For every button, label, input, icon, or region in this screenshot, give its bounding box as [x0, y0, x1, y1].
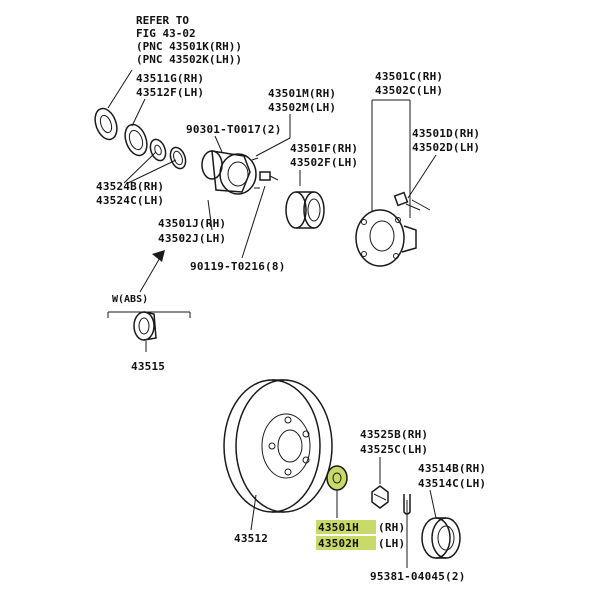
label-43501m[interactable]: 43501M(RH) [268, 87, 336, 100]
bolt-90119[interactable] [259, 171, 279, 181]
label-43511g[interactable]: 43511G(RH) [136, 72, 204, 85]
label-43525b[interactable]: 43525B(RH) [360, 428, 428, 441]
label-43501h[interactable]: 43501H (RH) [318, 521, 405, 534]
cotter-pin-95381[interactable] [403, 494, 411, 515]
grease-cap-43514b[interactable] [421, 517, 461, 559]
label-43501h-number: 43501H [318, 521, 359, 534]
refer-note-line1: REFER TO [136, 14, 189, 27]
hub-nut-43501h[interactable] [326, 465, 348, 491]
label-43502j[interactable]: 43502J(LH) [158, 232, 226, 245]
highlight-43502h [316, 536, 376, 550]
abs-ring-43515[interactable] [133, 311, 157, 341]
label-43525c[interactable]: 43525C(LH) [360, 443, 428, 456]
label-43502c[interactable]: 43502C(LH) [375, 84, 443, 97]
label-43515[interactable]: 43515 [131, 360, 165, 373]
label-43524b[interactable]: 43524B(RH) [96, 180, 164, 193]
label-90119[interactable]: 90119-T0216(8) [190, 260, 286, 273]
hub-bolt-43501d[interactable] [393, 191, 431, 211]
label-43501f[interactable]: 43501F(RH) [290, 142, 358, 155]
hub-assembly-43501m[interactable] [201, 150, 260, 195]
label-95381[interactable]: 95381-04045(2) [370, 570, 466, 583]
label-43501c[interactable]: 43501C(RH) [375, 70, 443, 83]
refer-note-line3: (PNC 43501K(RH)) [136, 40, 242, 53]
brake-disc-43512[interactable] [223, 379, 333, 513]
label-43512f[interactable]: 43512F(LH) [136, 86, 204, 99]
label-43512[interactable]: 43512 [234, 532, 268, 545]
label-43501j[interactable]: 43501J(RH) [158, 217, 226, 230]
label-43502f[interactable]: 43502F(LH) [290, 156, 358, 169]
oil-seal-43511g[interactable] [91, 106, 121, 143]
washer-43524[interactable] [148, 137, 169, 162]
label-90301[interactable]: 90301-T0017(2) [186, 123, 282, 136]
leader-lines [107, 69, 437, 568]
refer-note-line4: (PNC 43502K(LH)) [136, 53, 242, 66]
nut-43525b[interactable] [371, 485, 389, 509]
label-43502h-side: (LH) [378, 537, 405, 550]
label-43502h[interactable]: 43502H (LH) [318, 537, 405, 550]
snap-ring[interactable] [168, 145, 189, 170]
label-43502m[interactable]: 43502M(LH) [268, 101, 336, 114]
highlight-43501h [316, 520, 376, 534]
bearing-43501f[interactable] [285, 191, 325, 229]
refer-note[interactable]: REFER TO FIG 43-02 (PNC 43501K(RH)) (PNC… [136, 14, 242, 66]
bearing-race[interactable] [121, 122, 151, 159]
label-43502h-number: 43502H [318, 537, 359, 550]
refer-note-line2: FIG 43-02 [136, 27, 196, 40]
abs-arrow [139, 250, 165, 293]
label-43501d[interactable]: 43501D(RH) [412, 127, 480, 140]
label-43514b[interactable]: 43514B(RH) [418, 462, 486, 475]
label-43524c[interactable]: 43524C(LH) [96, 194, 164, 207]
label-43501h-side: (RH) [378, 521, 405, 534]
label-w-abs[interactable]: W(ABS) [112, 294, 148, 305]
label-43502d[interactable]: 43502D(LH) [412, 141, 480, 154]
hub-43501c[interactable] [355, 209, 417, 267]
label-43514c[interactable]: 43514C(LH) [418, 477, 486, 490]
